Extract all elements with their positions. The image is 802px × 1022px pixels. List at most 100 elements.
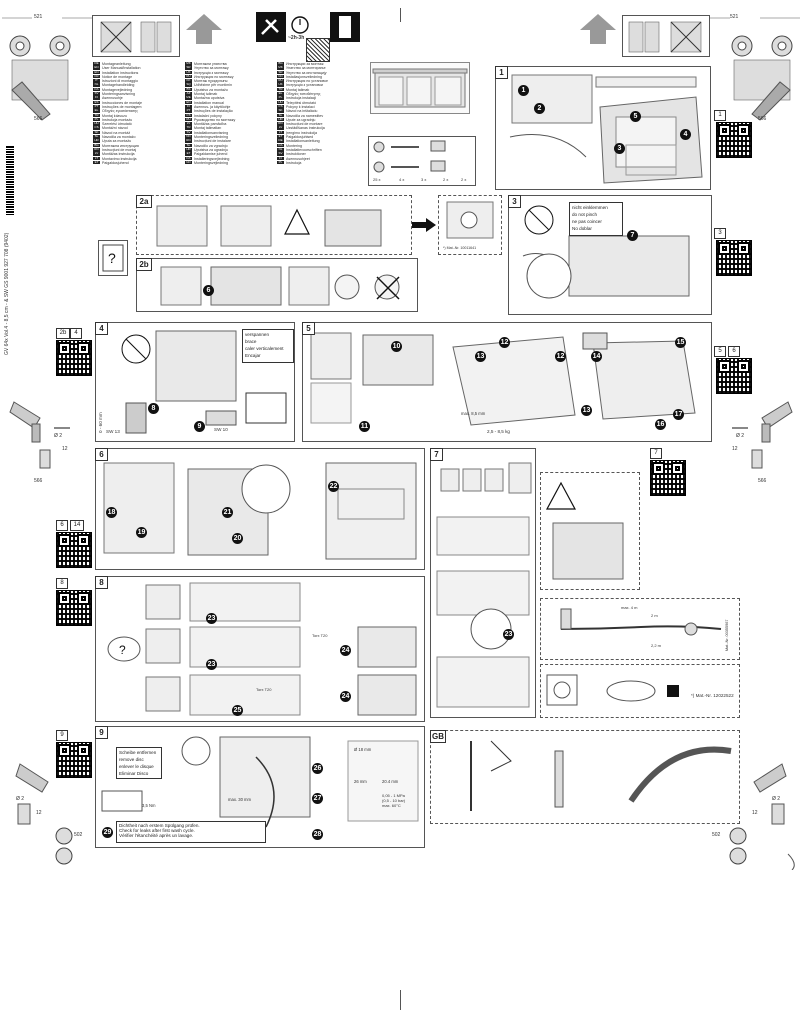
step-number: 8	[95, 576, 108, 589]
qr-label-6: 6	[728, 346, 740, 357]
step-number: 7	[430, 448, 443, 461]
callout-12: 12	[499, 337, 510, 348]
callout-18: 18	[106, 507, 117, 518]
screw-depth-right: 12	[732, 446, 738, 452]
callout-15: 15	[675, 337, 686, 348]
hose-dim-22: 2,2 m	[651, 643, 662, 648]
time-estimate: ~2h-3h	[288, 35, 305, 41]
callout-1: 1	[518, 85, 529, 96]
callout-5: 5	[630, 111, 641, 122]
crop-mark-label-side-left: 566	[34, 116, 43, 122]
step-8-panel: 8 ? Torx T20 Torx T20 23 23 24 24 25	[95, 576, 425, 722]
hose-dim-2: 2 m	[651, 613, 658, 618]
screw-depth-left: 12	[62, 446, 68, 452]
callout-17: 17	[673, 409, 684, 420]
qr-label-4: 4	[70, 328, 82, 339]
callout-7: 7	[627, 230, 638, 241]
thread-length-2: 20.4 mm	[382, 779, 399, 784]
callout-2: 2	[534, 103, 545, 114]
callout-24b: 24	[340, 691, 351, 702]
gb-label: GB	[430, 730, 446, 743]
callout-26: 26	[312, 763, 323, 774]
callout-16: 16	[655, 419, 666, 430]
callout-4: 4	[680, 129, 691, 140]
qr-label-9: 9	[56, 730, 68, 741]
hardware-kit-panel: 25 x 4 x 3 x 2 x 2 x	[368, 136, 476, 186]
step-number: 1	[495, 66, 508, 79]
qr-code-step-4	[56, 340, 92, 376]
screw-depth-bottom-right: 12	[752, 810, 758, 816]
gb-panel: GB	[430, 730, 740, 824]
mat-nr-label: *) Mat.-Nr. 10011641	[443, 246, 477, 250]
callout-22: 22	[328, 481, 339, 492]
qr-label-5: 5	[714, 346, 726, 357]
step-number: 2a	[136, 195, 152, 208]
crop-mark-label-top-right: 521	[730, 14, 739, 20]
qr-label-3: 3	[714, 228, 726, 239]
cabinet-cross-panel-left	[92, 15, 180, 57]
screw-diameter-bottom-right: Ø 2	[772, 796, 781, 802]
hardware-qty: 3 x	[421, 177, 427, 182]
step-7-panel: 7 23	[430, 448, 536, 718]
crop-mark-label-mid-right: 566	[758, 478, 767, 484]
crop-mark-label-bottom-right: 502	[712, 832, 721, 838]
torque-label: 3,5 Nm	[142, 803, 156, 808]
hardware-qty: 2 x	[461, 177, 467, 182]
step-9-panel: 9 Scheibe entfernen remove disc enlever …	[95, 726, 425, 848]
callout-27: 27	[312, 793, 323, 804]
leak-check-box: Dichtheit nach erstem Spülgang prüfen. C…	[116, 821, 266, 843]
arrow-right-icon	[412, 218, 436, 232]
wrench-size-10: SW 10	[214, 427, 228, 432]
door-weight-label: 2,5 - 8,5 kg	[487, 429, 510, 434]
step-1-panel: 1 1 2 3 4 5	[495, 66, 711, 190]
max-thickness-label: max. 8,5 mm	[461, 411, 486, 416]
smartphone-icon	[330, 12, 360, 42]
svg-text:?: ?	[119, 643, 126, 657]
torx-label-1: Torx T20	[312, 633, 328, 638]
corner-mark-top-right	[710, 17, 800, 121]
step-2a-detail-panel: *) Mat.-Nr. 10011641	[438, 195, 502, 255]
step-5-panel: 5 max. 8,5 mm 2,5 - 8,5 kg 10 11 12 12 1…	[302, 322, 712, 442]
step-number: 3	[508, 195, 521, 208]
up-arrow-stem-left	[196, 30, 212, 44]
callout-28: 28	[312, 829, 323, 840]
qr-mini-icon	[306, 38, 330, 62]
callout-3: 3	[614, 143, 625, 154]
hardware-qty: 4 x	[399, 177, 405, 182]
hose-diameter-label: Ø 18 mm	[354, 747, 372, 752]
qr-code-step-8	[56, 590, 92, 626]
screw-diameter-left: Ø 2	[54, 433, 63, 439]
callout-23-step8b: 23	[206, 659, 217, 670]
callout-20: 20	[232, 533, 243, 544]
qr-label-6b: 6	[56, 520, 68, 531]
qr-code-step-7	[650, 460, 686, 496]
thread-length-1: 26 mm	[354, 779, 367, 784]
qr-code-step-3	[716, 240, 752, 276]
drill-icon-bottom-left	[15, 763, 73, 865]
callout-6: 6	[203, 285, 214, 296]
callout-24: 24	[340, 645, 351, 656]
svg-text:?: ?	[108, 250, 116, 266]
step-number: 2b	[136, 258, 152, 271]
torx-label-2: Torx T20	[256, 687, 272, 692]
pressure-spec: 0,05 - 1 MPa (0,5 - 10 bar) max. 60°C	[382, 793, 406, 808]
qr-label-8: 8	[56, 578, 68, 589]
callout-23: 23	[503, 629, 514, 640]
power-mat-nr: *) Mat.-Nr. 12022522	[691, 693, 734, 698]
fold-mark-top	[400, 8, 401, 22]
